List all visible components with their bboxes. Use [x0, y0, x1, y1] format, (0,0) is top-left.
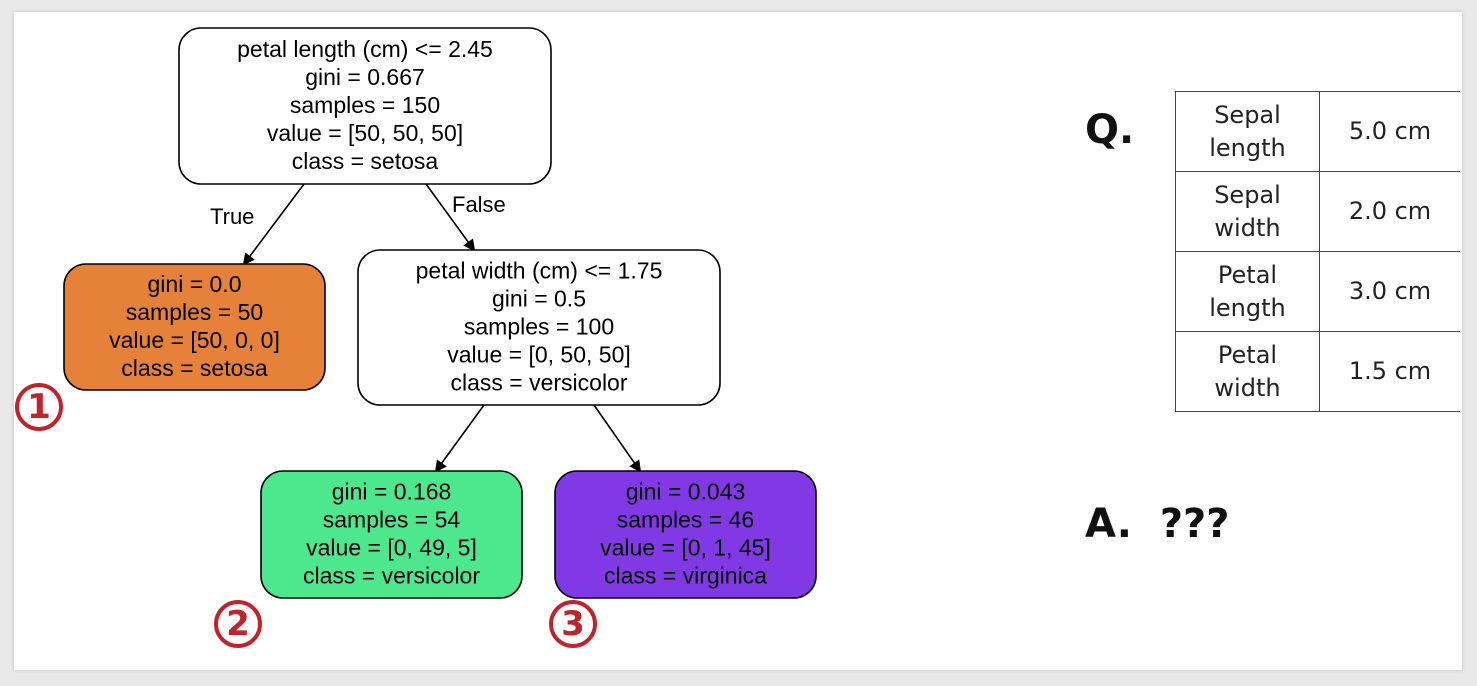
- node-box: [178, 27, 552, 185]
- edge-label-true: True: [210, 204, 254, 229]
- node-box: [554, 470, 817, 599]
- node-text-line: petal length (cm) <= 2.45: [237, 36, 493, 62]
- marker-circle: [15, 383, 63, 431]
- feature-name: Petal length: [1175, 251, 1320, 332]
- node-text-line: gini = 0.043: [626, 479, 746, 505]
- table-row: Sepal width 2.0 cm: [1175, 171, 1460, 252]
- answer-label: A. ???: [1085, 501, 1229, 547]
- node-box: [357, 249, 721, 406]
- node-text-line: gini = 0.168: [332, 479, 452, 505]
- table-row: Petal length 3.0 cm: [1175, 251, 1460, 332]
- feature-name-line: Sepal: [1214, 180, 1281, 209]
- node-text-line: samples = 50: [126, 299, 263, 325]
- answer-text: ???: [1159, 501, 1230, 547]
- marker-number: 3: [561, 604, 585, 644]
- node-box: [260, 470, 523, 599]
- feature-name-line: length: [1209, 293, 1286, 322]
- feature-value: 1.5 cm: [1319, 331, 1460, 412]
- feature-value: 2.0 cm: [1319, 171, 1460, 252]
- node-text-line: class = versicolor: [450, 370, 627, 396]
- marker-circle: [549, 600, 597, 648]
- feature-name-line: Petal: [1217, 340, 1278, 369]
- node-text-line: value = [50, 50, 50]: [267, 120, 463, 146]
- node-text-line: class = versicolor: [303, 563, 480, 589]
- edge-arrow-split2-leaf2: [434, 404, 485, 473]
- feature-name-line: Sepal: [1214, 100, 1281, 129]
- feature-name: Petal width: [1175, 331, 1320, 412]
- node-text-line: class = setosa: [121, 355, 268, 381]
- edge-arrow-root-leaf1: [242, 183, 305, 266]
- marker-number: 2: [226, 604, 250, 644]
- feature-name-line: Petal: [1217, 260, 1278, 289]
- node-text-line: value = [0, 1, 45]: [600, 535, 771, 561]
- feature-value: 5.0 cm: [1319, 91, 1460, 172]
- node-text-line: value = [50, 0, 0]: [109, 327, 280, 353]
- question-label: Q.: [1085, 107, 1135, 153]
- leaf-number-marker: 2: [214, 600, 262, 648]
- table-row: Sepal length 5.0 cm: [1175, 91, 1460, 172]
- edge-arrow-split2-leaf3: [593, 404, 642, 473]
- node-text-line: class = setosa: [292, 148, 439, 174]
- node-text-line: gini = 0.667: [305, 64, 425, 90]
- feature-table: Sepal length 5.0 cm Sepal width 2.0 cm P…: [1175, 91, 1460, 412]
- node-text-line: gini = 0.0: [148, 271, 242, 297]
- marker-circle: [214, 600, 262, 648]
- node-text-line: value = [0, 50, 50]: [447, 342, 631, 368]
- leaf-number-marker: 3: [549, 600, 597, 648]
- edge-arrow-root-split2: [425, 183, 476, 252]
- edge-label-false: False: [452, 192, 506, 217]
- node-text-line: gini = 0.5: [492, 286, 586, 312]
- node-text-line: samples = 54: [323, 507, 461, 533]
- node-text-line: petal width (cm) <= 1.75: [416, 258, 663, 284]
- node-text-line: samples = 150: [290, 92, 440, 118]
- table-row: Petal width 1.5 cm: [1175, 331, 1460, 412]
- leaf-number-marker: 1: [15, 383, 63, 431]
- feature-name-line: length: [1209, 133, 1286, 162]
- answer-prefix: A.: [1085, 501, 1132, 547]
- feature-name: Sepal length: [1175, 91, 1320, 172]
- node-text-line: class = virginica: [604, 563, 767, 589]
- node-text-line: samples = 100: [464, 314, 614, 340]
- feature-name-line: width: [1214, 213, 1281, 242]
- feature-value: 3.0 cm: [1319, 251, 1460, 332]
- node-box: [63, 263, 326, 391]
- node-text-line: samples = 46: [617, 507, 754, 533]
- feature-name-line: width: [1214, 373, 1281, 402]
- feature-name: Sepal width: [1175, 171, 1320, 252]
- node-text-line: value = [0, 49, 5]: [306, 535, 477, 561]
- marker-number: 1: [27, 387, 51, 427]
